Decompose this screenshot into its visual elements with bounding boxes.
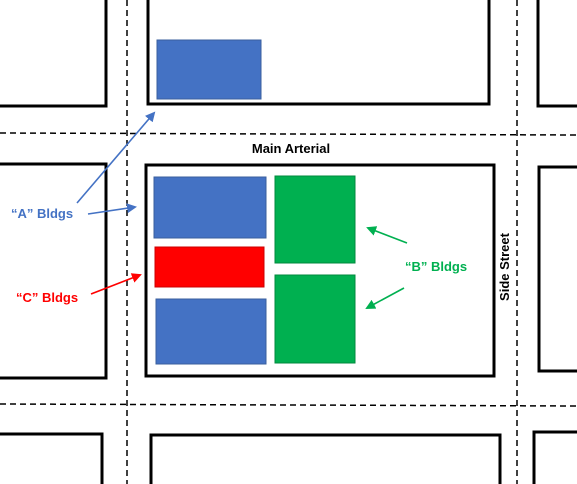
- b-bldgs-label: “B” Bldgs: [405, 259, 467, 274]
- horizontal-centerline-bottom: [0, 403, 577, 407]
- main-arterial-label: Main Arterial: [252, 141, 330, 156]
- block-bottom-left: [0, 432, 104, 484]
- block-main-site: [144, 163, 496, 378]
- block-mid-left: [0, 162, 108, 380]
- a-bldgs-label: “A” Bldgs: [11, 206, 73, 221]
- horizontal-centerline-main-arterial: [0, 132, 577, 136]
- block-top-center: [146, 0, 491, 106]
- arrow-a-to-upper-building: [87, 203, 137, 215]
- c-bldgs-label: “C” Bldgs: [16, 290, 78, 305]
- block-bottom-right: [532, 430, 577, 484]
- side-street-label: Side Street: [497, 232, 512, 301]
- callout-arrows: [76, 111, 408, 309]
- building-c: [154, 246, 265, 288]
- arrow-b-to-upper-building: [366, 226, 408, 244]
- arrow-c-to-building: [90, 273, 142, 295]
- buildings: [153, 39, 356, 365]
- block-bottom-center: [149, 433, 502, 484]
- building-a-top-block: [156, 39, 262, 100]
- block-top-left: [0, 0, 108, 108]
- arrow-a-to-top-building: [76, 111, 156, 204]
- building-b-upper: [274, 175, 356, 264]
- building-a-lower: [155, 298, 267, 365]
- building-b-lower: [274, 274, 356, 364]
- block-mid-right: [537, 165, 577, 373]
- arrow-b-to-lower-building: [365, 287, 405, 309]
- building-a-upper: [153, 176, 267, 239]
- block-top-right: [536, 0, 577, 108]
